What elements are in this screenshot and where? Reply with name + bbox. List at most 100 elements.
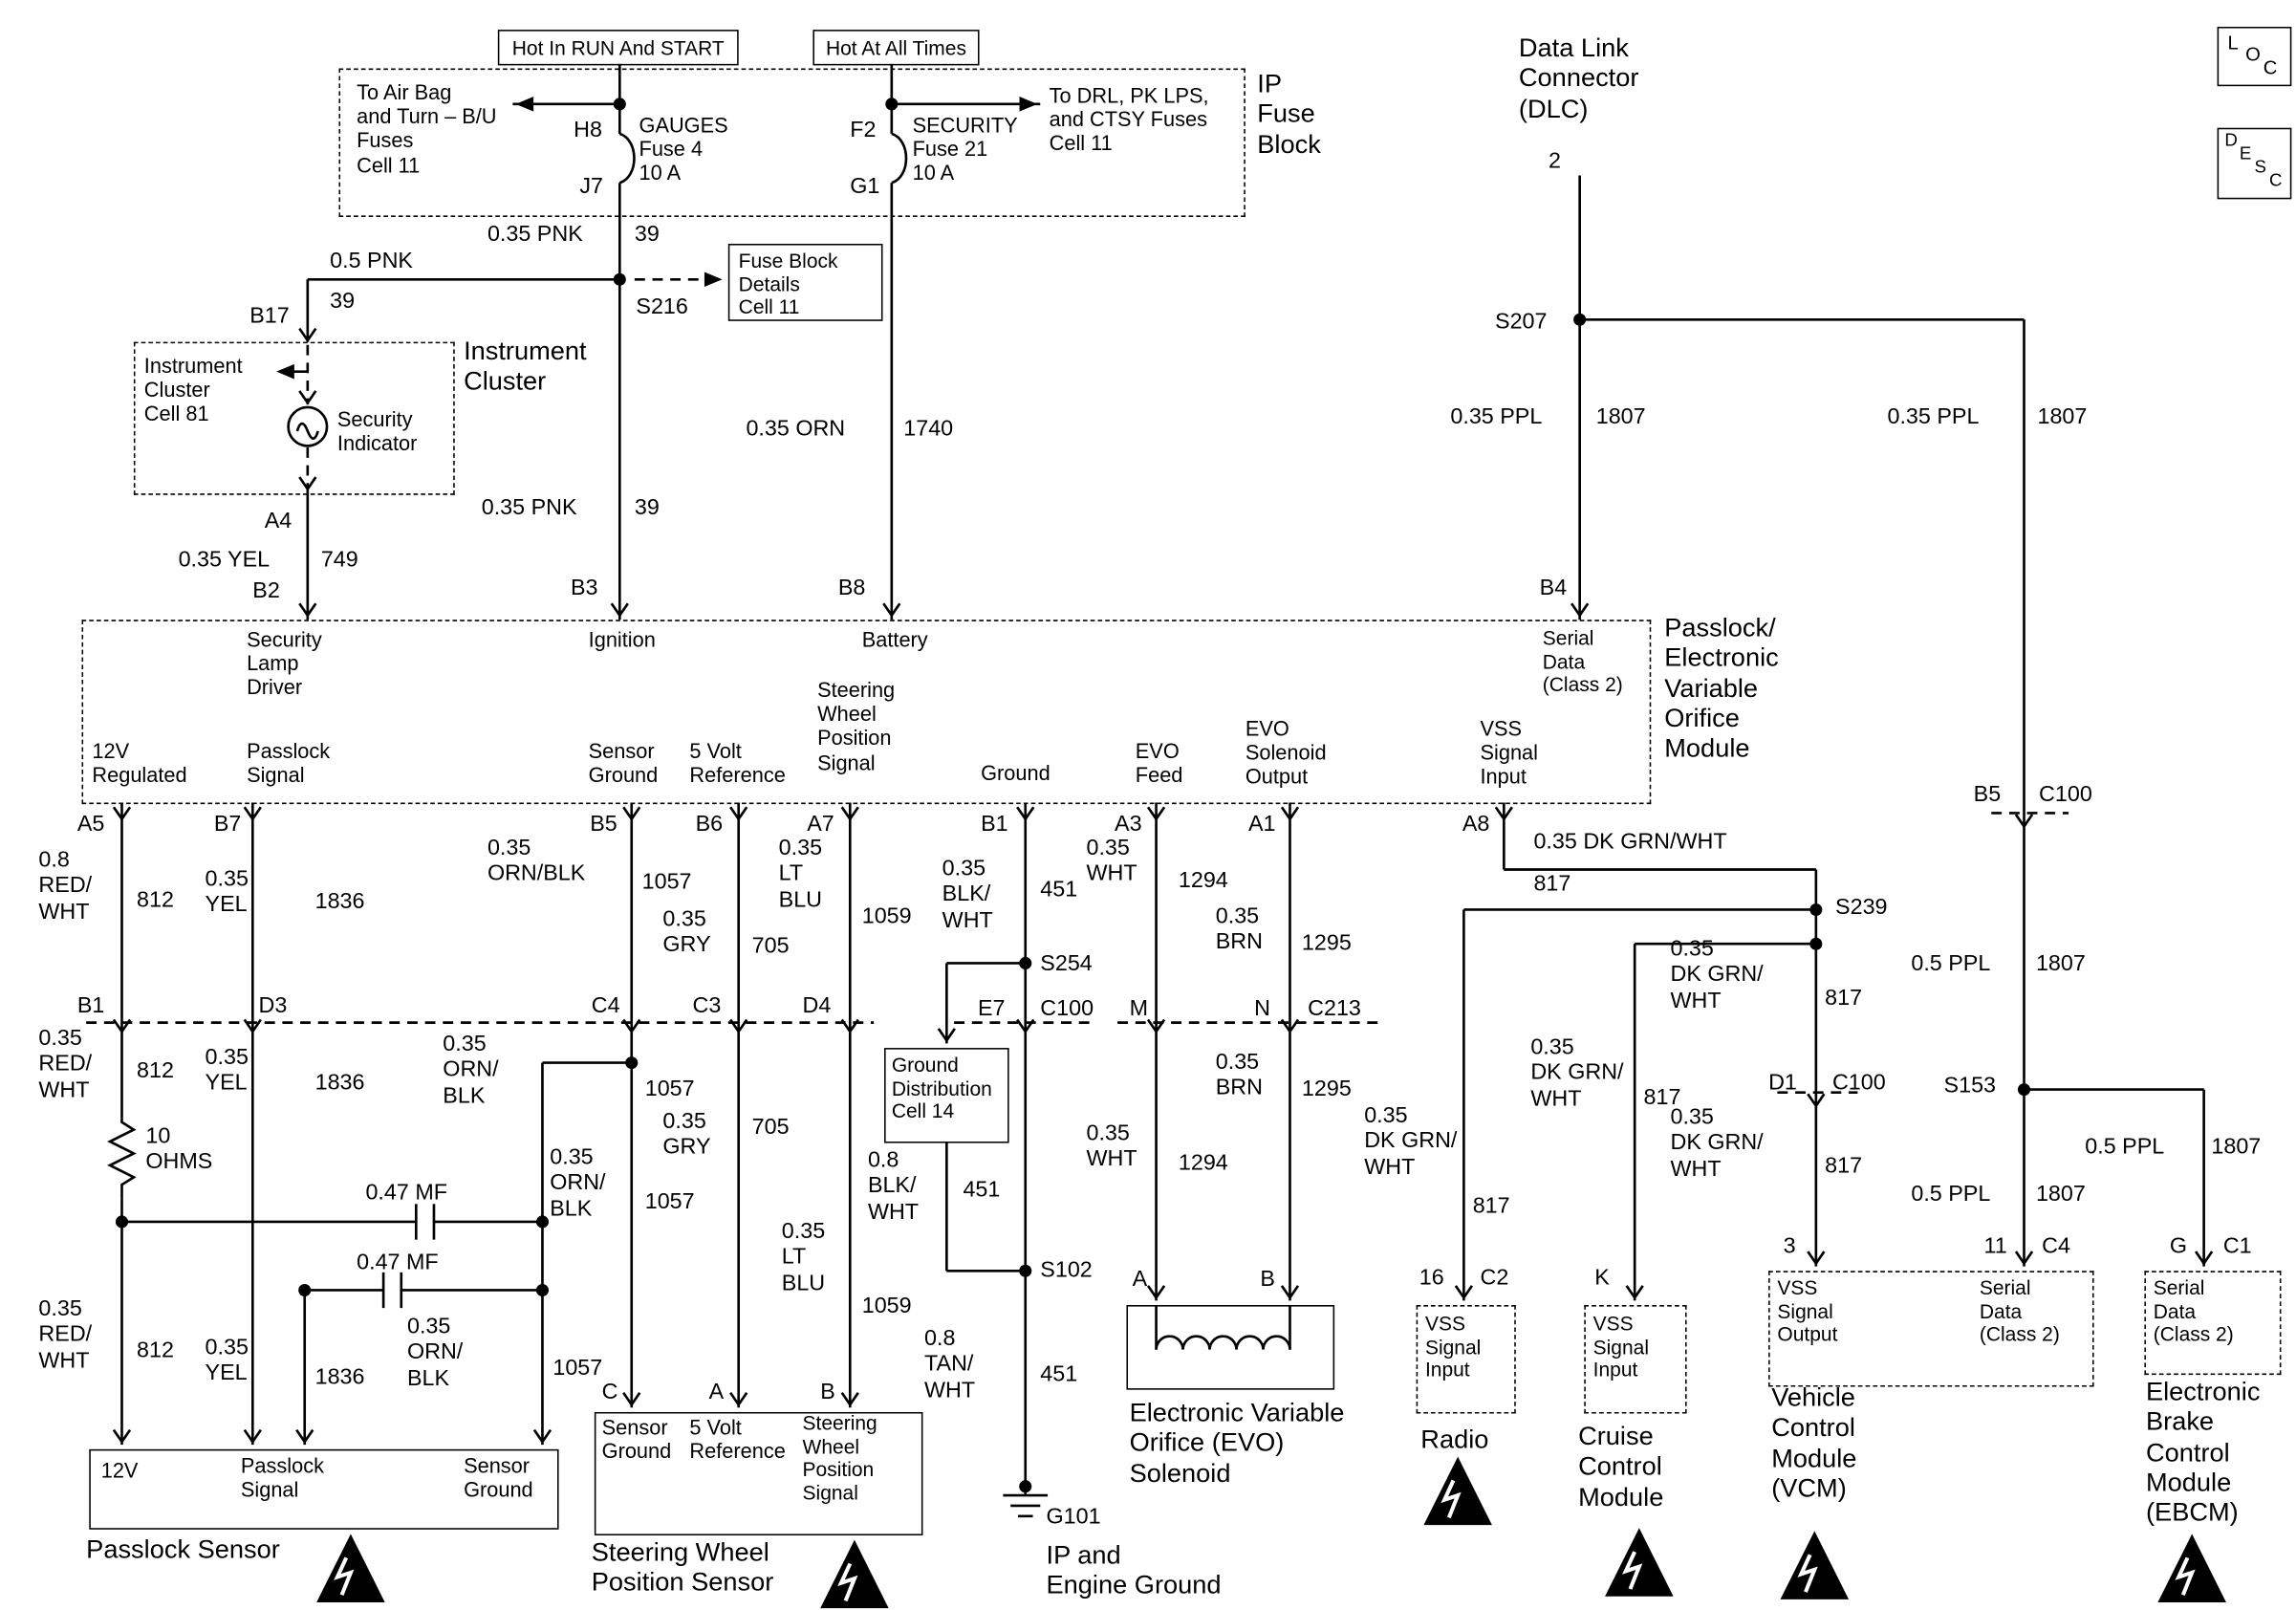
module-swps: Steering Wheel Position Signal: [817, 677, 896, 774]
flow-chevron-icon: [2014, 814, 2034, 829]
wire-blkwht-2-num: 451: [963, 1177, 1001, 1203]
passlock-ground-text: Sensor Ground: [464, 1453, 533, 1502]
ground-g101-label: G101: [1046, 1504, 1101, 1530]
pin-b3: B3: [571, 575, 598, 601]
pin-g1: G1: [850, 173, 880, 200]
module-5v-reference: 5 Volt Reference: [689, 738, 786, 787]
wire-ppl-05-1: 0.5 PPL: [1911, 951, 1991, 977]
wire-dkgrn-vcm-1-num: 817: [1825, 985, 1863, 1012]
steering-signal-text: Steering Wheel Position Signal: [802, 1411, 877, 1505]
splice-dot: [885, 98, 899, 111]
splice-dot: [535, 1283, 549, 1297]
cap-1-label: 0.47 MF: [365, 1180, 448, 1206]
wire-dkgrn-a8: 0.35 DK GRN/WHT: [1533, 829, 1727, 855]
vcm-pin-3: 3: [1783, 1233, 1796, 1259]
hot-in-run-box: Hot In RUN And START: [497, 30, 739, 66]
splice-dot: [1019, 956, 1032, 969]
pin-a8: A8: [1462, 811, 1490, 838]
fuse-gauges-icon: [618, 132, 636, 185]
right-arrowhead-icon: [704, 272, 723, 288]
fuse-block-details-box: [727, 243, 883, 321]
wire-ltblu-1: 0.35 LT BLU: [778, 835, 823, 913]
flow-chevron-icon: [298, 476, 317, 491]
wire-yel-3: 0.35 YEL: [205, 1335, 249, 1386]
module-passlock-signal: Passlock Signal: [247, 738, 331, 787]
steering-5v-text: 5 Volt Reference: [689, 1415, 786, 1464]
radio-pin-16: 16: [1419, 1265, 1444, 1291]
dlc-pin-2: 2: [1548, 148, 1561, 174]
conn-b5: B5: [1973, 781, 2002, 808]
wire-dkgrn-vcm-2-num: 817: [1825, 1153, 1863, 1179]
esd-radio-icon-hand: [1440, 1479, 1462, 1519]
wire-ppl-right: 0.35 PPL: [1887, 403, 1980, 430]
loc-letter-c: C: [2263, 56, 2278, 79]
wire-brn-1: 0.35 BRN: [1215, 903, 1263, 955]
cap-2-label: 0.47 MF: [357, 1250, 439, 1275]
flow-chevron-icon: [1016, 1018, 1035, 1034]
flow-chevron-icon: [1146, 1285, 1166, 1300]
pin-b7: B7: [213, 811, 242, 838]
wire-gry-1: 0.35 GRY: [662, 906, 711, 958]
flow-chevron-icon: [243, 1018, 262, 1034]
wire-yel-749: 0.35 YEL: [178, 547, 271, 573]
wire-pnk-lower: 0.35 PNK: [481, 494, 577, 521]
flow-chevron-icon: [1280, 806, 1300, 821]
resistor-label: 10 OHMS: [145, 1123, 213, 1175]
flow-chevron-icon: [112, 806, 132, 821]
ip-engine-ground-name: IP and Engine Ground: [1046, 1539, 1222, 1600]
conn-b1: B1: [76, 992, 105, 1018]
resistor-10-ohms-icon: [107, 1118, 137, 1199]
wire-pnk-upper: 0.35 PNK: [487, 221, 583, 248]
module-battery: Battery: [861, 627, 928, 651]
right-arrowhead-icon: [1019, 97, 1038, 112]
wire-dkgrn-vcm-1: 0.35 DK GRN/ WHT: [1670, 936, 1764, 1013]
esd-steering-icon-hand: [837, 1562, 858, 1602]
vcm-serial-text: Serial Data (Class 2): [1979, 1276, 2060, 1346]
module-security-lamp: Security Lamp Driver: [247, 627, 322, 700]
wire-ppl-05-2-num: 1807: [2035, 1181, 2086, 1208]
desc-box: [2217, 127, 2292, 200]
splice-s207-label: S207: [1495, 309, 1548, 335]
flow-chevron-icon: [112, 1428, 132, 1445]
esd-passlock-icon-hand: [334, 1556, 355, 1596]
ground-distribution-text: Ground Distribution Cell 14: [891, 1054, 992, 1123]
wire-redwht-1-num: 812: [137, 887, 174, 913]
flow-chevron-icon: [610, 602, 629, 618]
splice-dot: [298, 1283, 312, 1297]
splice-dot: [535, 1215, 549, 1229]
wire-ornblk-2-num: 1057: [644, 1076, 695, 1102]
pin-a5: A5: [76, 811, 105, 838]
desc-letter-s: S: [2254, 156, 2266, 178]
wire-redwht-1: 0.8 RED/ WHT: [38, 847, 93, 925]
wire-gry-2: 0.35 GRY: [662, 1108, 711, 1161]
pin-b2: B2: [252, 577, 280, 604]
conn-c213: C213: [1308, 995, 1361, 1022]
wire-ltblu-2-num: 1059: [861, 1293, 912, 1319]
module-evo-solenoid-output: EVO Solenoid Output: [1245, 716, 1327, 789]
splice-s254-label: S254: [1040, 951, 1093, 977]
hot-at-all-times-box: Hot At All Times: [812, 30, 980, 66]
evo-solenoid-box: [1126, 1305, 1335, 1390]
module-name: Passlock/ Electronic Variable Orifice Mo…: [1664, 612, 1779, 763]
wire-ppl-05-right-num: 1807: [2211, 1134, 2262, 1160]
wire-tanwht: 0.8 TAN/ WHT: [924, 1325, 976, 1403]
wire-brn-2-num: 1295: [1301, 1076, 1352, 1102]
wire-pnk-left-num: 39: [330, 288, 356, 315]
cruise-name: Cruise Control Module: [1578, 1421, 1664, 1512]
flow-chevron-icon: [1807, 1093, 1826, 1109]
flow-chevron-icon: [1807, 1251, 1826, 1266]
wire-blkwht-2: 0.8 BLK/ WHT: [867, 1147, 920, 1225]
wire-ornblk-1: 0.35 ORN/BLK: [487, 835, 586, 887]
wire-ornblk-3-num: 1057: [644, 1188, 695, 1215]
wire-tanwht-num: 451: [1040, 1361, 1078, 1387]
flow-chevron-icon: [622, 806, 641, 821]
conn-d3: D3: [258, 992, 288, 1018]
desc-letter-e: E: [2239, 142, 2252, 164]
pin-j7: J7: [579, 173, 603, 200]
desc-letter-c: C: [2269, 169, 2283, 191]
cruise-pin-k: K: [1594, 1265, 1610, 1291]
wire-redwht-2-num: 812: [137, 1057, 174, 1084]
steering-pin-b: B: [820, 1379, 835, 1405]
pin-a3: A3: [1115, 811, 1142, 838]
flow-chevron-icon: [1016, 806, 1035, 821]
